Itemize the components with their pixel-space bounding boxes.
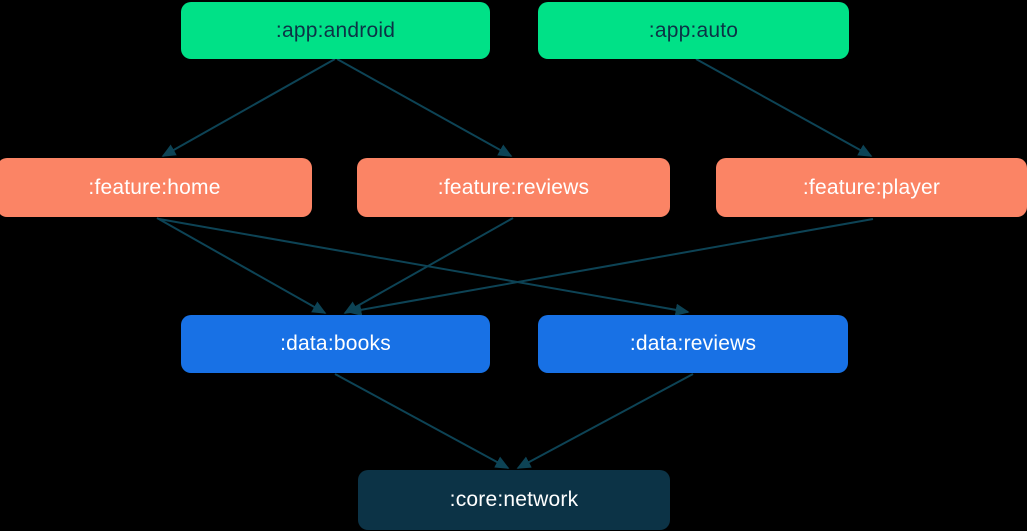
graph-node-feature-home[interactable]: :feature:home	[0, 158, 312, 217]
graph-node-label: :feature:player	[802, 175, 941, 199]
graph-node-data-reviews[interactable]: :data:reviews	[538, 315, 848, 373]
graph-node-feature-player[interactable]: :feature:player	[716, 158, 1027, 217]
graph-node-label: :data:books	[280, 332, 391, 355]
graph-node-data-books[interactable]: :data:books	[181, 315, 490, 373]
graph-node-label: :app:android	[275, 18, 396, 42]
graph-node-label: :feature:reviews	[437, 175, 590, 199]
graph-node-app-auto[interactable]: :app:auto	[538, 2, 849, 59]
graph-node-label: :core:network	[449, 488, 579, 511]
graph-node-label: :feature:home	[88, 175, 221, 199]
graph-node-core-network[interactable]: :core:network	[358, 470, 670, 530]
graph-node-feature-reviews[interactable]: :feature:reviews	[357, 158, 670, 217]
graph-edge-app-android-to-feature-reviews	[336, 58, 513, 157]
graph-edge-feature-home-to-data-reviews	[158, 218, 690, 316]
graph-node-label: :data:reviews	[629, 332, 757, 355]
graph-node-label: :app:auto	[648, 18, 739, 42]
graph-edge-app-auto-to-feature-player	[695, 58, 873, 157]
graph-edge-feature-home-to-data-books	[156, 217, 327, 314]
graph-edge-feature-player-to-data-books	[347, 218, 874, 316]
graph-edge-feature-reviews-to-data-books	[343, 217, 514, 314]
graph-edge-data-reviews-to-core-network	[516, 373, 694, 469]
graph-edge-app-android-to-feature-home	[161, 58, 336, 157]
graph-edge-group	[156, 58, 874, 469]
graph-edge-data-books-to-core-network	[334, 373, 510, 469]
graph-node-app-android[interactable]: :app:android	[181, 2, 490, 59]
